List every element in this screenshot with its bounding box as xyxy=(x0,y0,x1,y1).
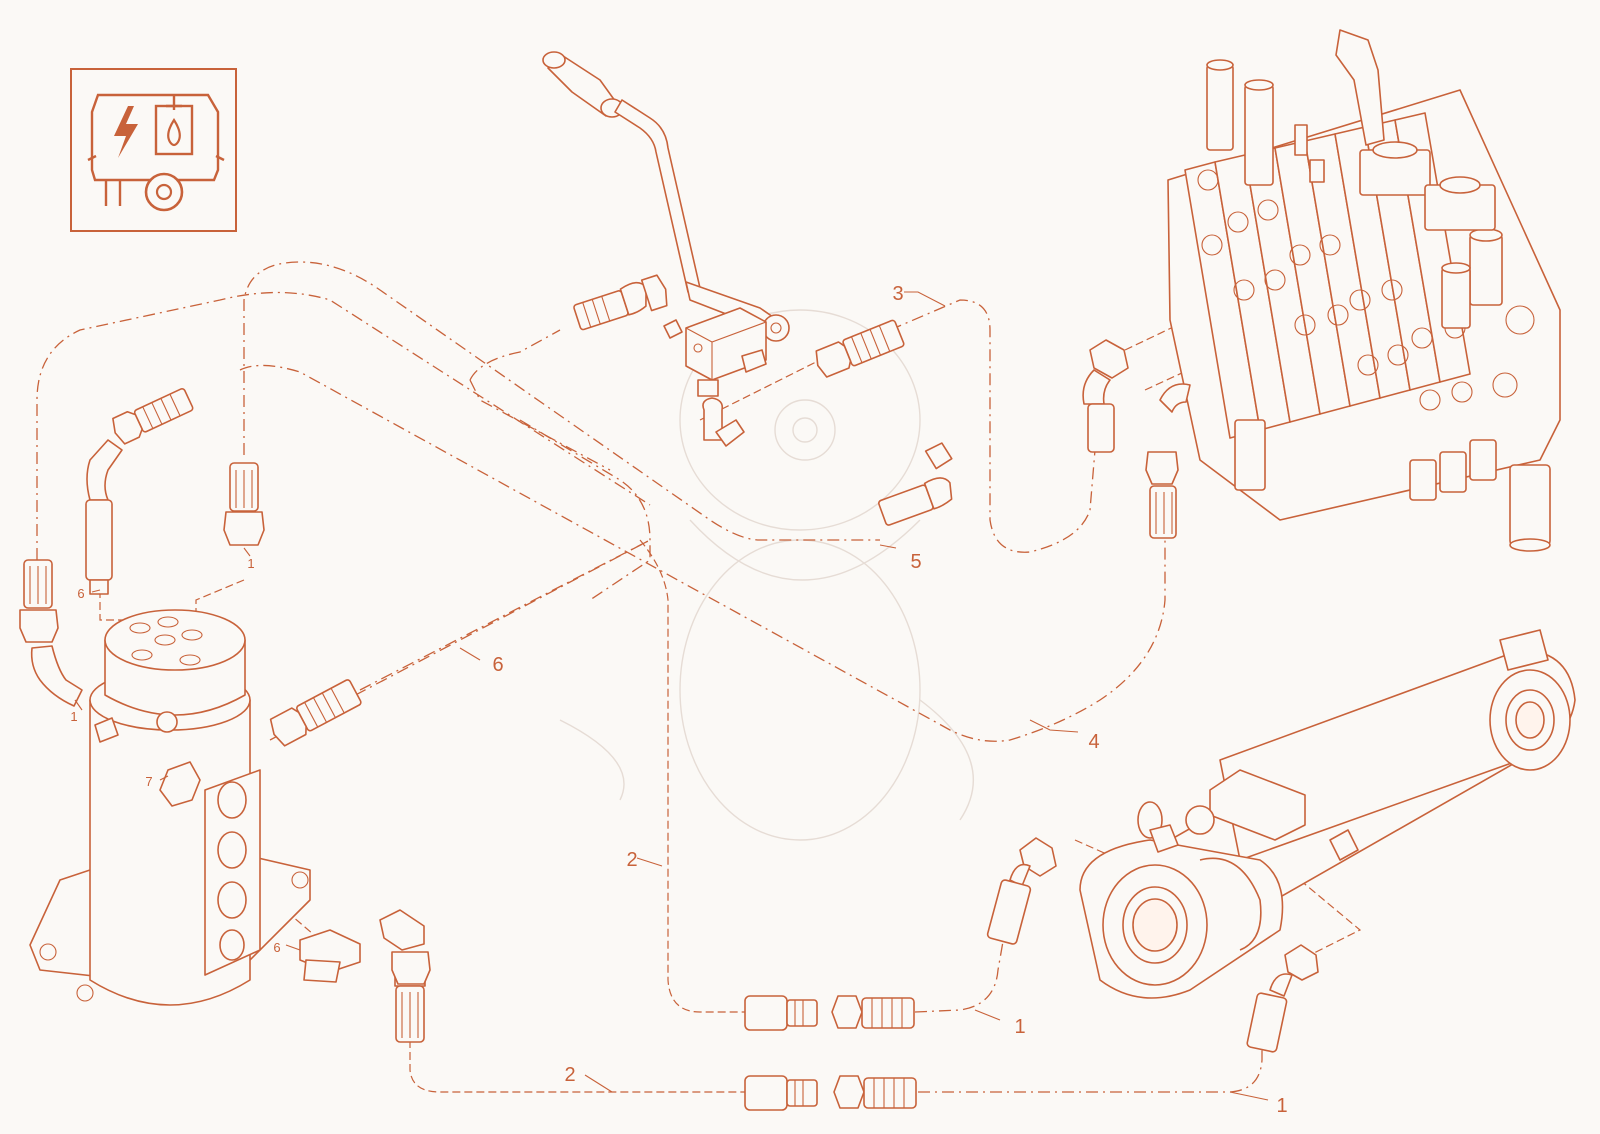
callout-leaders xyxy=(74,291,1269,1101)
callout-hose-2-lower: 2 xyxy=(564,1064,575,1086)
callout-fitting-7: 7 xyxy=(145,774,152,789)
quick-coupling-lower xyxy=(744,1075,917,1111)
hydraulic-cylinder xyxy=(1079,629,1576,999)
hand-lever-valve xyxy=(542,51,790,447)
valve-top-details xyxy=(1294,29,1496,231)
callout-hose-1-upper: 1 xyxy=(1014,1016,1025,1038)
callout-hose-6: 6 xyxy=(492,654,503,676)
callout-hose-3: 3 xyxy=(892,283,903,305)
callout-fitting-1-swivel: 1 xyxy=(70,709,77,724)
hose-fittings xyxy=(19,274,1319,1111)
electro-hydraulic-unit-icon xyxy=(70,68,237,232)
watermark-mascot xyxy=(559,309,974,841)
rotary-union-ports xyxy=(129,616,203,666)
callout-fitting-6-top: 6 xyxy=(77,586,84,601)
callout-hose-1-lower: 1 xyxy=(1276,1095,1287,1117)
callout-numbers: 3 4 5 6 2 1 2 1 1 6 1 7 6 xyxy=(70,283,1287,1117)
rotary-union xyxy=(29,609,311,1006)
callout-fitting-1-top: 1 xyxy=(247,556,254,571)
quick-coupling-upper xyxy=(744,995,915,1031)
callout-hose-2-upper: 2 xyxy=(626,849,637,871)
callout-fitting-6-bottom: 6 xyxy=(273,940,280,955)
valve-spools xyxy=(1206,59,1551,552)
control-valve-bank xyxy=(1167,29,1561,552)
callout-hose-4: 4 xyxy=(1088,731,1099,753)
callout-hose-5: 5 xyxy=(910,551,921,573)
